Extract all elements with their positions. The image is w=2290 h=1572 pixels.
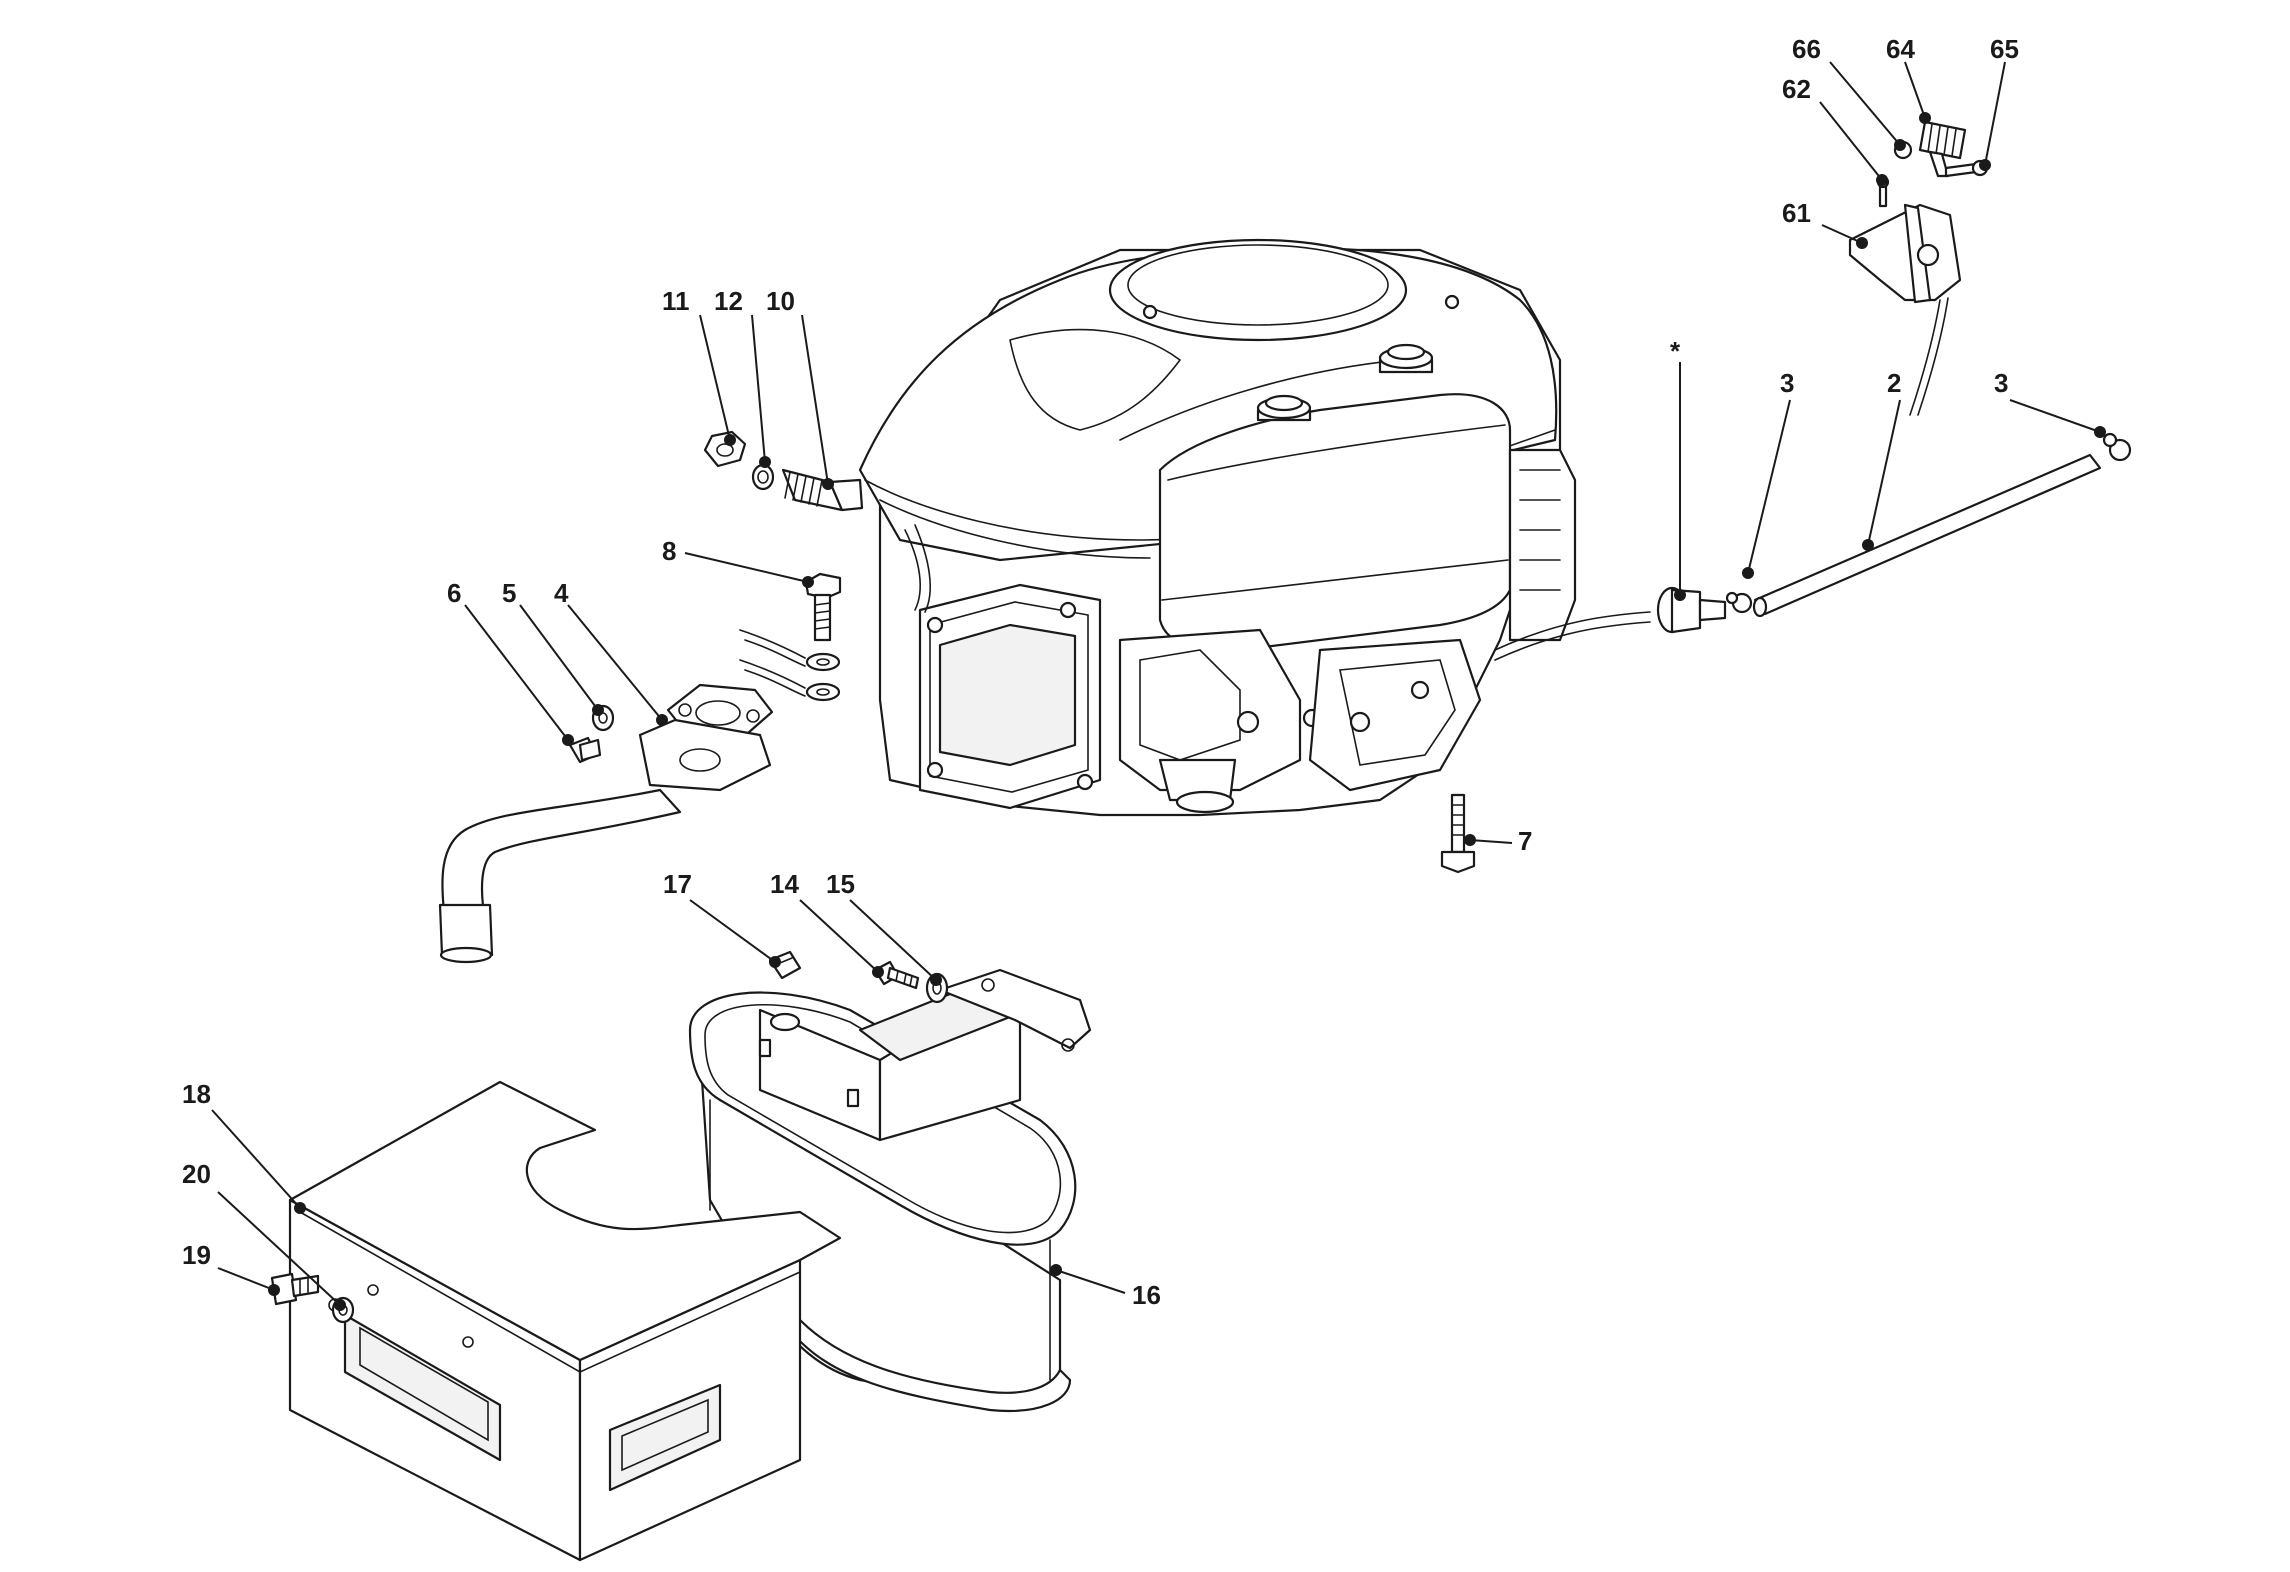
callout-8: 8 — [662, 536, 676, 566]
callout-star: * — [1670, 336, 1681, 366]
callout-2: 2 — [1887, 368, 1901, 398]
callout-5: 5 — [502, 578, 516, 608]
callout-20: 20 — [182, 1159, 211, 1189]
callout-3-hose-end: 3 — [1994, 368, 2008, 398]
callout-16: 16 — [1132, 1280, 1161, 1310]
callout-3-filter-side: 3 — [1780, 368, 1794, 398]
heat-shield-18 — [288, 1080, 842, 1562]
callout-14: 14 — [770, 869, 799, 899]
callout-64: 64 — [1886, 34, 1915, 64]
muffler-fasteners — [768, 950, 949, 1004]
callout-leaders — [211, 61, 2106, 1311]
callout-19: 19 — [182, 1240, 211, 1270]
callout-6: 6 — [447, 578, 461, 608]
callout-4: 4 — [554, 578, 569, 608]
callout-15: 15 — [826, 869, 855, 899]
exhaust-stud-set — [703, 430, 864, 512]
callout-62: 62 — [1782, 74, 1811, 104]
bolt-8-set — [739, 572, 842, 702]
callout-12: 12 — [714, 286, 743, 316]
throttle-control-parts — [1848, 120, 1989, 416]
callout-labels: 66 64 65 62 61 11 12 10 * 3 2 3 8 6 5 4 … — [182, 34, 2019, 1310]
callout-65: 65 — [1990, 34, 2019, 64]
muffler-16 — [688, 968, 1092, 1412]
callout-11: 11 — [662, 286, 690, 316]
callout-18: 18 — [182, 1079, 211, 1109]
callout-17: 17 — [663, 869, 692, 899]
exhaust-pipe-gasket — [438, 683, 774, 964]
callout-10: 10 — [766, 286, 795, 316]
callout-61: 61 — [1782, 198, 1811, 228]
fuel-line-assembly — [1494, 432, 2132, 661]
engine-assembly — [858, 238, 1577, 817]
bolt-7 — [1440, 793, 1476, 874]
callout-7: 7 — [1518, 826, 1532, 856]
callout-66: 66 — [1792, 34, 1821, 64]
